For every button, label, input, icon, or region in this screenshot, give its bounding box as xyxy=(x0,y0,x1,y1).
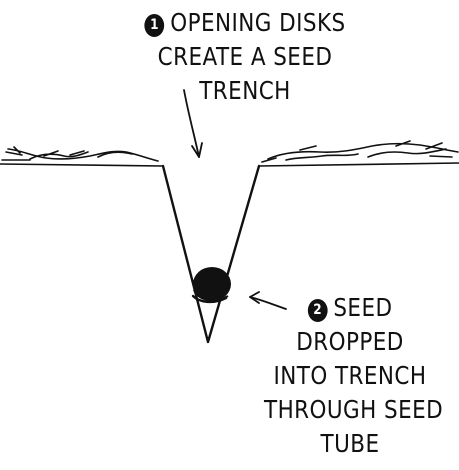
callout-2-line-2: DROPPED xyxy=(296,327,404,356)
callout-2-line-4: THROUGH SEED xyxy=(264,395,444,424)
seed xyxy=(193,267,231,302)
callout-1-text-1: OPENING DISKS xyxy=(170,8,346,37)
callout-2-line-5: TUBE xyxy=(320,429,380,458)
step-1-badge: 1 xyxy=(144,14,165,37)
callout-1-line-3: TRENCH xyxy=(199,76,291,105)
callout-1-line-2: CREATE A SEED xyxy=(157,42,333,71)
step-2-badge: 2 xyxy=(307,299,328,322)
callout-2-line-3: INTO TRENCH xyxy=(273,361,427,390)
arrow-down-icon xyxy=(183,89,203,158)
soil-surface-left xyxy=(0,146,164,167)
seed-trench xyxy=(161,164,261,344)
soil-surface-right xyxy=(258,140,459,167)
callout-2-text-1: SEED xyxy=(333,293,393,322)
arrow-left-icon xyxy=(249,291,287,310)
